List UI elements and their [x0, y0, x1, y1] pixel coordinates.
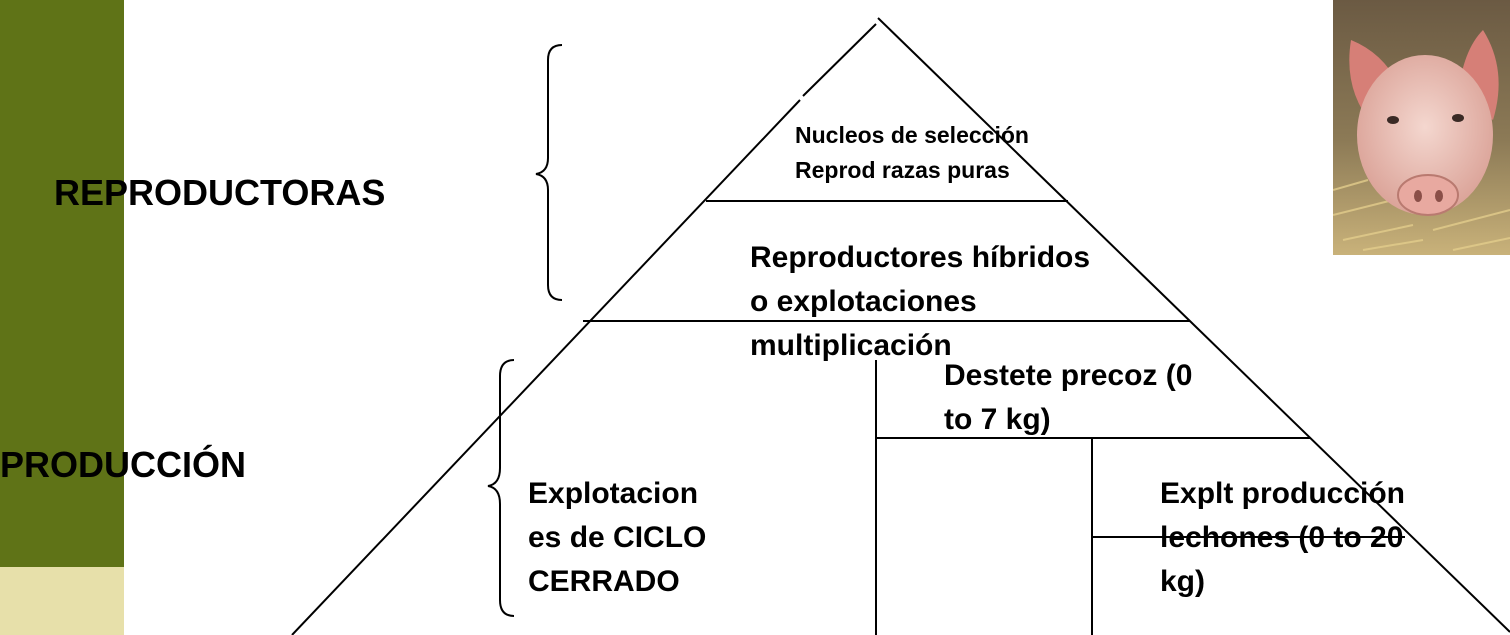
pyramid-left-side-top [802, 23, 877, 97]
brace-reproductoras [535, 44, 563, 301]
tier-hibridos-line3: multiplicación [750, 329, 952, 362]
tier-destete-line2: to 7 kg) [944, 403, 1051, 436]
sidebar-accent-foot [0, 567, 124, 635]
tier-ciclo-line3: CERRADO [528, 565, 680, 598]
tier-ciclo-line2: es de CICLO [528, 521, 707, 554]
tier-lechones-line1: Explt producción [1160, 477, 1406, 510]
tier-ciclo-line1: Explotacion [528, 477, 699, 510]
pig-photo-icon [1333, 0, 1510, 255]
tier-hibridos-line1: Reproductores híbridos [750, 241, 1091, 274]
tier-nucleos-line2: Reprod razas puras [795, 157, 1010, 183]
pyramid-left-side [291, 99, 801, 635]
tier-lechones-line2: lechones (0 to 20 [1160, 521, 1404, 554]
tier-hibridos-line2: o explotaciones [750, 285, 977, 318]
tier-destete-line1: Destete precoz (0 [944, 359, 1193, 392]
brace-produccion [487, 359, 515, 617]
label-reproductoras: REPRODUCTORAS [54, 172, 386, 213]
pyramid-right-side [877, 17, 1510, 633]
label-produccion: PRODUCCIÓN [0, 444, 247, 485]
tier-nucleos-line1: Nucleos de selección [795, 122, 1029, 148]
tier-lechones-line3: kg) [1160, 565, 1205, 598]
sidebar-accent-bar [0, 0, 124, 567]
